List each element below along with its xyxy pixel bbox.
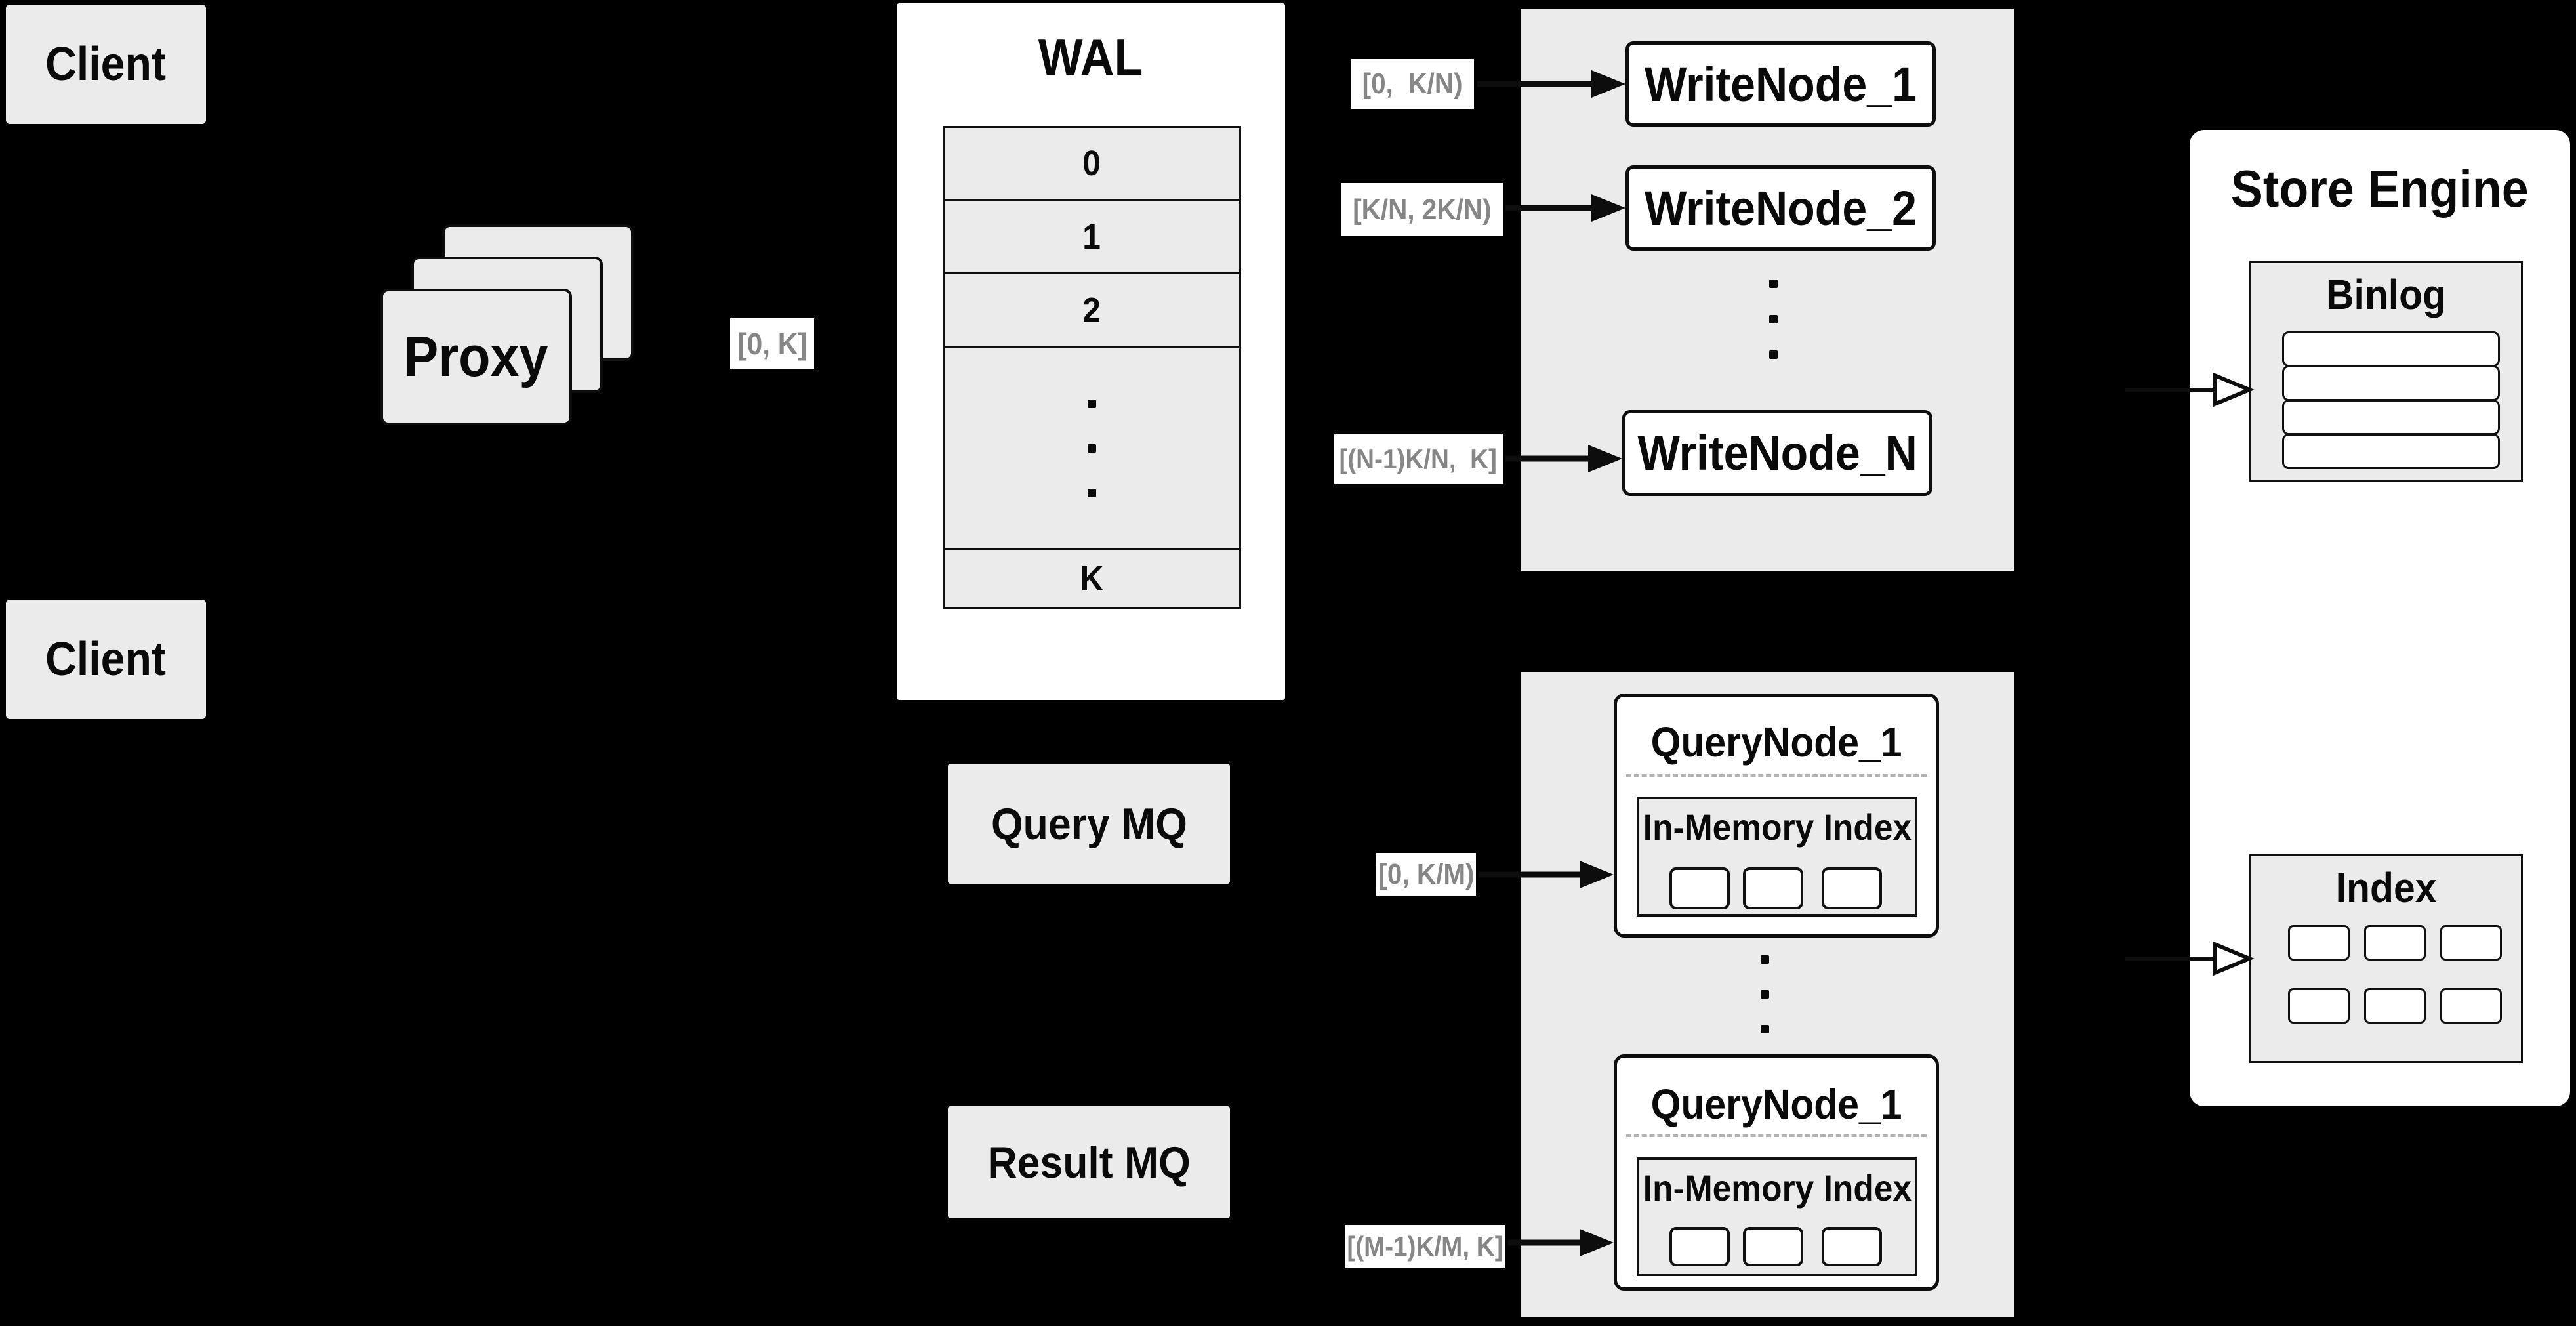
memory-segment	[1743, 867, 1803, 909]
write-node-n-box: WriteNode_N	[1622, 410, 1932, 496]
in-memory-index-box-2: In-Memory Index	[1637, 1157, 1917, 1276]
wal-ellipsis	[1088, 399, 1096, 497]
query-node-1-box: QueryNode_1 In-Memory Index	[1614, 694, 1939, 938]
wal-row-2: 2	[943, 272, 1241, 348]
wal-row-0: 0	[943, 126, 1241, 201]
query-node-1-title: QueryNode_1	[1650, 718, 1902, 766]
range-label-write-n: [(N-1)K/N, K]	[1334, 434, 1503, 484]
in-memory-index-box-1: In-Memory Index	[1637, 797, 1917, 917]
range-label-0-k: [0, K]	[730, 318, 814, 369]
query-node-2-box: QueryNode_1 In-Memory Index	[1614, 1054, 1939, 1291]
binlog-row	[2282, 331, 2500, 367]
index-box: Index	[2249, 854, 2523, 1063]
query-node-1-divider	[1626, 774, 1927, 777]
query-mq-box: Query MQ	[948, 764, 1230, 884]
proxy-box: Proxy	[380, 289, 572, 425]
wal-row-1: 1	[943, 199, 1241, 274]
index-cell	[2364, 925, 2426, 961]
binlog-row	[2282, 365, 2500, 401]
index-cell	[2440, 925, 2502, 961]
query-node-ellipsis	[1761, 955, 1769, 1033]
store-engine-title: Store Engine	[2231, 159, 2529, 218]
memory-segment	[1669, 867, 1730, 909]
store-engine-box: Store Engine Binlog Index	[2190, 130, 2570, 1106]
range-label-query-m: [(M-1)K/M, K]	[1345, 1225, 1505, 1268]
in-memory-index-title-1: In-Memory Index	[1643, 806, 1912, 848]
range-label-query-1: [0, K/M)	[1376, 853, 1476, 896]
write-node-n-label: WriteNode_N	[1637, 426, 1917, 480]
memory-segment	[1743, 1227, 1803, 1266]
write-node-2-label: WriteNode_2	[1645, 180, 1917, 236]
write-node-1-box: WriteNode_1	[1625, 41, 1936, 127]
index-cell	[2288, 925, 2350, 961]
write-node-2-box: WriteNode_2	[1625, 165, 1936, 251]
index-cell	[2288, 988, 2350, 1024]
binlog-title: Binlog	[2325, 271, 2447, 318]
client-bottom-box: Client	[6, 600, 206, 719]
client-top-box: Client	[6, 5, 206, 124]
memory-segment	[1669, 1227, 1730, 1266]
result-mq-box: Result MQ	[948, 1106, 1230, 1218]
wal-box: WAL 0 1 2 K	[897, 3, 1285, 700]
wal-row-k: K	[943, 548, 1241, 609]
proxy-label: Proxy	[404, 325, 548, 388]
wal-table: 0 1 2 K	[943, 126, 1241, 609]
range-label-write-1: [0, K/N)	[1351, 59, 1474, 109]
in-memory-index-title-2: In-Memory Index	[1643, 1167, 1912, 1209]
range-label-write-2: [K/N, 2K/N)	[1341, 183, 1503, 236]
index-cell	[2364, 988, 2426, 1024]
result-mq-label: Result MQ	[987, 1137, 1191, 1188]
wal-title: WAL	[1038, 28, 1143, 86]
client-top-label: Client	[45, 38, 167, 91]
index-title: Index	[2335, 864, 2437, 911]
client-bottom-label: Client	[45, 633, 167, 686]
write-node-1-label: WriteNode_1	[1645, 56, 1917, 112]
binlog-row	[2282, 400, 2500, 435]
memory-segment	[1822, 1227, 1882, 1266]
write-node-ellipsis	[1769, 280, 1778, 359]
query-node-2-title: QueryNode_1	[1650, 1081, 1902, 1128]
wal-row-dots	[943, 346, 1241, 550]
query-node-2-divider	[1626, 1134, 1927, 1137]
binlog-row	[2282, 434, 2500, 469]
query-mq-label: Query MQ	[991, 798, 1187, 849]
memory-segment	[1822, 867, 1882, 909]
index-cell	[2440, 988, 2502, 1024]
binlog-box: Binlog	[2249, 261, 2523, 482]
